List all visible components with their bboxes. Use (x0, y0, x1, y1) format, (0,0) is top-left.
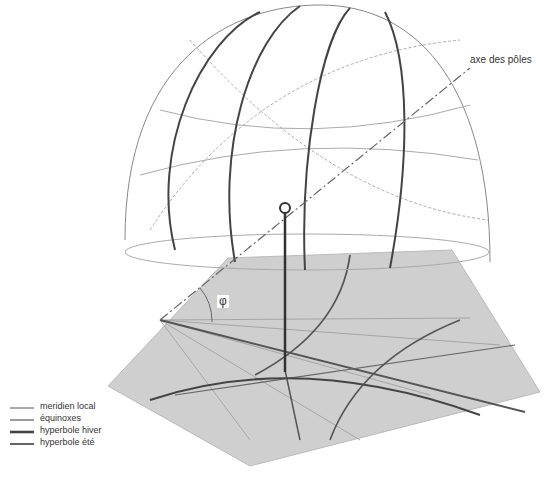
legend-text: hyperbole été (40, 438, 95, 448)
legend-samples (10, 408, 34, 444)
legend-swatch (10, 431, 34, 434)
polar-axis (160, 68, 470, 320)
angle-label: φ (217, 295, 229, 308)
summer-hyperbola (255, 255, 350, 375)
summer-hyperbola-branch (330, 320, 460, 440)
legend-swatch (10, 408, 34, 409)
gnomon (284, 213, 287, 372)
celestial-dome (125, 5, 490, 270)
hour-lines (160, 318, 500, 440)
axis-label: axe des pôles (468, 54, 534, 65)
legend-swatch (10, 443, 34, 445)
equinox-line (175, 345, 515, 395)
legend-text: meridien local (40, 402, 96, 412)
gnomon-tip (280, 203, 290, 213)
meridian-line (160, 320, 525, 412)
legend-text: équinoxes (40, 414, 81, 424)
legend-swatch (10, 419, 34, 420)
dome-meridians (168, 6, 404, 270)
gnomon-foot-line (285, 370, 300, 440)
latitude-arc (200, 288, 212, 322)
legend-text: hyperbole hiver (40, 426, 102, 436)
ground-plane (108, 250, 540, 466)
winter-hyperbola (150, 378, 480, 415)
